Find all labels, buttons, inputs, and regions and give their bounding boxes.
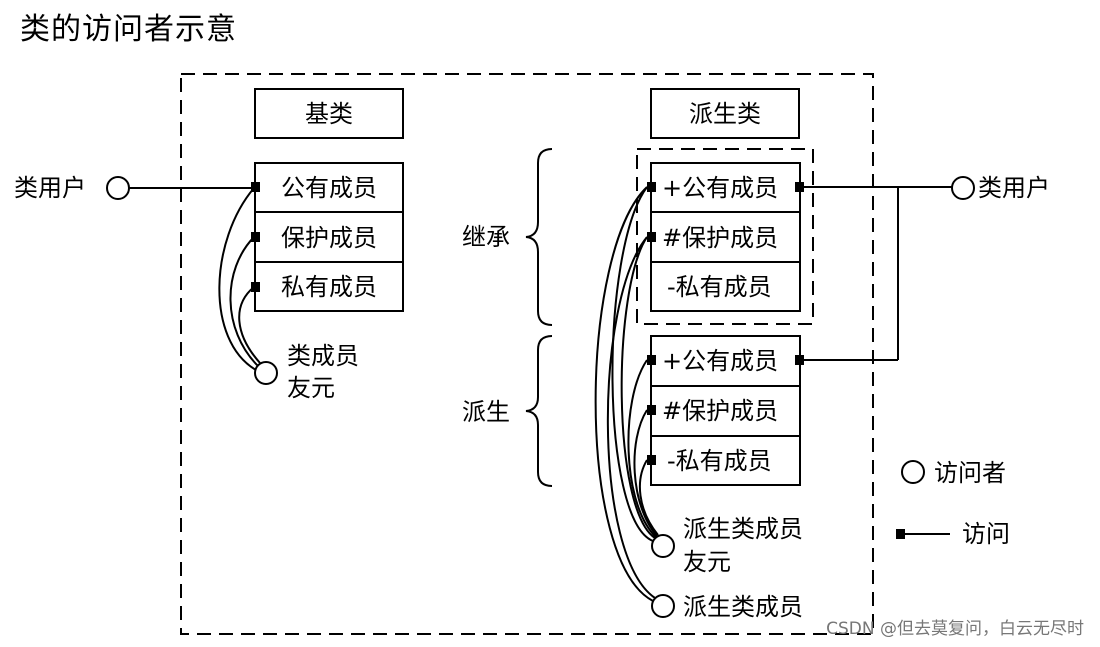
access-port (251, 282, 260, 292)
legend-access-port-icon (896, 529, 905, 539)
access-port (251, 182, 260, 192)
accessor-circle (951, 176, 975, 200)
inherited-member-private: -私有成员 (667, 273, 772, 301)
legend-access-label: 访问 (962, 520, 1010, 548)
own-member-protected: #保护成员 (662, 397, 778, 425)
base-class-header: 基类 (305, 100, 353, 128)
access-line (611, 186, 654, 542)
derived-class-header: 派生类 (689, 100, 761, 128)
access-line (606, 236, 656, 599)
outer-dashed-frame (180, 73, 874, 635)
base-class-header-box (254, 88, 404, 139)
access-line (633, 409, 658, 537)
legend-accessor-label: 访问者 (934, 459, 1006, 487)
inherited-dashed-group (636, 148, 814, 325)
watermark: CSDN @但去莫复问，白云无尽时 (826, 619, 1084, 639)
access-port (647, 182, 656, 192)
access-port (795, 355, 804, 365)
derive-brace (525, 335, 553, 487)
derived-class-user-label: 类用户 (978, 174, 1050, 202)
access-line (620, 236, 656, 539)
accessor-circle (254, 361, 278, 385)
inherited-member-public: +公有成员 (662, 174, 778, 202)
access-port (647, 405, 656, 415)
base-member-public: 公有成员 (281, 174, 377, 202)
inherit-brace (525, 148, 553, 326)
access-port (647, 232, 656, 242)
accessor-circle (106, 176, 130, 200)
access-port (795, 182, 804, 192)
access-port (647, 455, 656, 465)
base-member-protected: 保护成员 (281, 224, 377, 252)
own-member-public: +公有成员 (662, 347, 778, 375)
access-port (251, 232, 260, 242)
inherited-member-box-private (650, 261, 801, 312)
page-title: 类的访问者示意 (20, 12, 237, 47)
base-friend-label-line1: 类成员 (287, 342, 359, 370)
access-line (218, 187, 257, 371)
base-friend-label-line2: 友元 (287, 374, 335, 402)
derived-friend-label-line2: 友元 (683, 548, 731, 576)
access-line (638, 459, 659, 536)
own-member-private: -私有成员 (667, 447, 772, 475)
inherit-label: 继承 (462, 223, 510, 251)
derive-label: 派生 (462, 398, 510, 426)
access-line (229, 236, 259, 367)
base-class-user-label: 类用户 (14, 174, 86, 202)
derived-class-header-box (650, 88, 800, 139)
accessor-circle (651, 594, 675, 618)
accessor-circle (651, 534, 675, 558)
inherited-member-protected: #保护成员 (662, 224, 778, 252)
base-member-private: 私有成员 (281, 273, 377, 301)
access-line (238, 286, 261, 364)
derived-member-label: 派生类成员 (683, 593, 803, 621)
legend-accessor-icon (901, 460, 925, 484)
access-line (627, 359, 657, 538)
access-port (647, 355, 656, 365)
access-line (594, 186, 654, 602)
derived-friend-label-line1: 派生类成员 (683, 515, 803, 543)
